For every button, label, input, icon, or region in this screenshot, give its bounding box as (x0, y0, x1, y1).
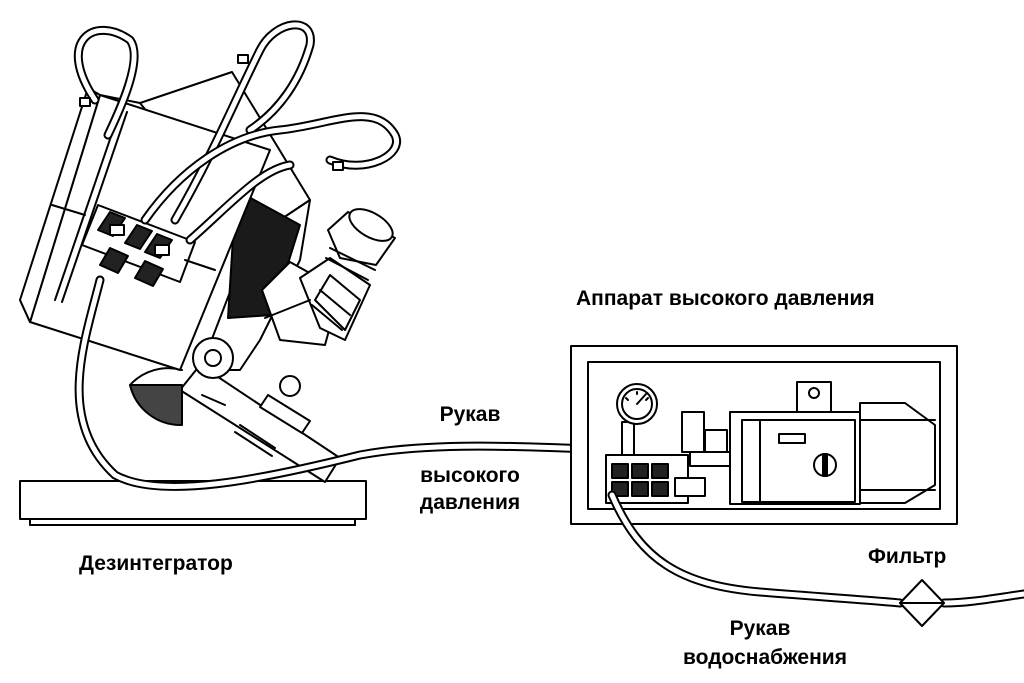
disintegrator-motor (261, 208, 396, 346)
hp-apparatus-label: Аппарат высокого давления (576, 287, 875, 310)
hp-hose-label-2: высокого (420, 464, 520, 487)
filter-symbol (899, 579, 945, 627)
hp-hose-label-3: давления (419, 491, 521, 514)
hp-apparatus-pump (605, 421, 731, 504)
hp-hose-label-1: Рукав (439, 403, 501, 426)
water-hose-label-2: водоснабжения (683, 646, 847, 669)
hp-apparatus-motor (681, 381, 936, 505)
disintegrator-support-arm (179, 364, 341, 483)
disintegrator-label: Дезинтегратор (79, 552, 233, 575)
filter-label: Фильтр (868, 545, 947, 568)
water-hose-label-1: Рукав (729, 617, 791, 640)
disintegrator-hoses (73, 20, 617, 491)
disintegrator-pivot-shade (129, 384, 183, 427)
disintegrator-nozzle-block (51, 204, 216, 287)
pressure-gauge (616, 383, 658, 425)
water-supply-hose (607, 490, 1024, 608)
